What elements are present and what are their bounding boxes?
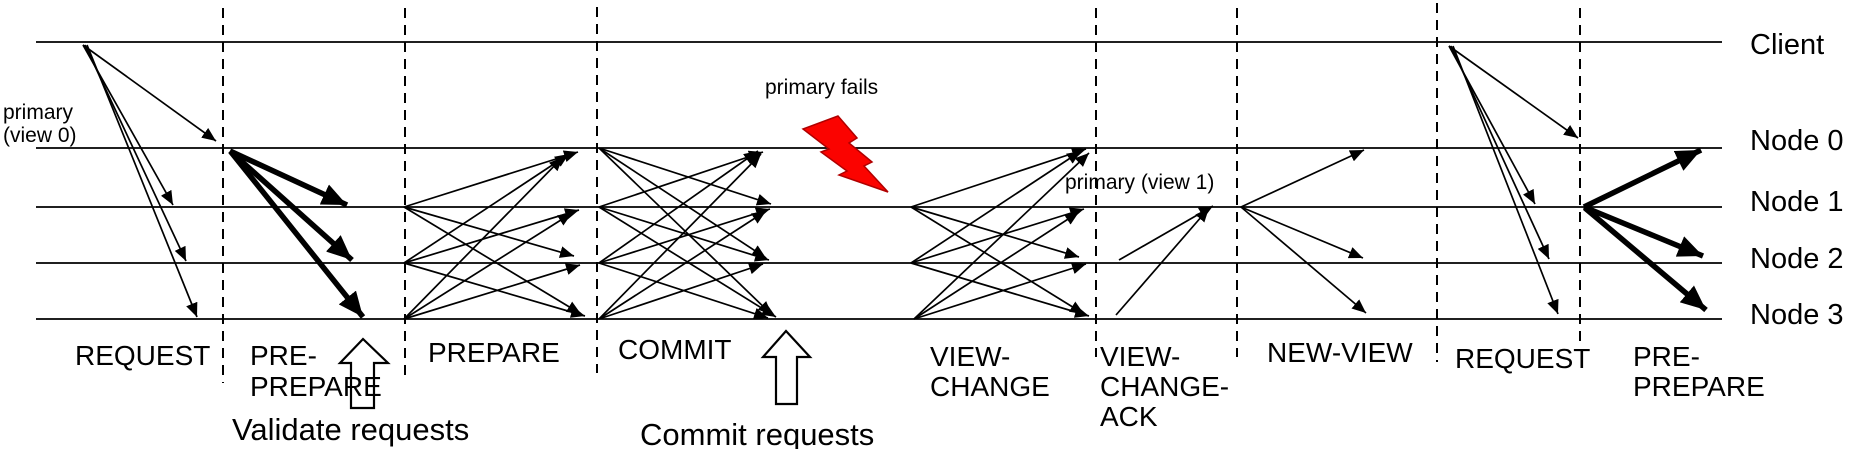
message-commit-node0-to-node1 [598, 147, 772, 206]
message-pre-prepare-1-node0-to-node3 [228, 150, 366, 319]
phase-label-pre-prepare-2-line1: PRE- [1633, 341, 1700, 372]
lifeline-label-node3: Node 3 [1750, 299, 1844, 331]
message-commit-node3-to-node2 [598, 262, 764, 320]
message-commit-node3-to-node0 [598, 153, 762, 320]
message-view-change-node1-to-node3 [910, 206, 1085, 315]
message-view-change-node2-to-node0 [910, 150, 1082, 264]
lifeline-label-client: Client [1750, 29, 1824, 61]
messages-group [82, 44, 1708, 320]
message-request-2-client-to-node0 [1448, 45, 1579, 139]
validate-requests-arrow-icon [337, 337, 391, 410]
message-prepare-node2-to-node3 [403, 262, 586, 318]
lifeline-label-node2: Node 2 [1750, 243, 1844, 275]
phase-label-view-change-ack-line3: ACK [1100, 401, 1158, 432]
message-view-change-node3-to-node2 [913, 262, 1087, 320]
message-pre-prepare-2-node1-to-node3 [1583, 205, 1708, 313]
message-new-view-node1-to-node0 [1240, 149, 1365, 208]
lifeline-label-node1: Node 1 [1750, 186, 1844, 218]
message-pre-prepare-1-node0-to-node1 [228, 148, 349, 208]
message-view-change-ack-node2-to-node1 [1118, 205, 1214, 261]
message-pre-prepare-1-node0-to-node2 [228, 148, 354, 263]
message-new-view-node1-to-node2 [1240, 206, 1364, 259]
message-prepare-node1-to-node3 [403, 206, 582, 315]
commit-requests-arrow-icon [760, 329, 813, 406]
labels-group: Client Node 0 Node 1 Node 2 Node 3 REQUE… [3, 29, 1844, 449]
phase-label-view-change-ack-line1: VIEW- [1100, 341, 1180, 372]
message-prepare-node1-to-node0 [403, 150, 579, 208]
message-commit-node0-to-node2 [598, 147, 767, 259]
message-prepare-node3-to-node0 [403, 156, 564, 320]
message-view-change-node2-to-node3 [910, 262, 1090, 318]
annotation-primary-fails: primary fails [765, 76, 878, 99]
phase-label-prepare: PREPARE [428, 337, 560, 368]
message-prepare-node3-to-node1 [403, 212, 573, 320]
phase-label-view-change-ack-line2: CHANGE- [1100, 371, 1229, 402]
annotation-primary-view0-line1: primary [3, 101, 74, 124]
callout-validate-requests: Validate requests [232, 412, 469, 447]
message-view-change-node3-to-node1 [913, 211, 1080, 320]
message-prepare-node3-to-node2 [403, 263, 581, 320]
message-request-1-client-to-node0 [82, 44, 217, 142]
annotation-primary-view0-line2: (view 0) [3, 124, 77, 147]
message-request-2-client-to-node3 [1452, 45, 1559, 315]
phase-label-new-view: NEW-VIEW [1267, 337, 1413, 368]
message-view-change-node1-to-node0 [910, 147, 1087, 208]
message-commit-node2-to-node1 [598, 207, 771, 264]
message-view-change-node1-to-node2 [910, 206, 1080, 259]
message-commit-node3-to-node1 [598, 210, 767, 320]
message-request-1-client-to-node3 [86, 44, 198, 318]
phase-label-pre-prepare-1-line1: PRE- [250, 340, 317, 371]
phase-label-pre-prepare-1-line2: PREPARE [250, 371, 382, 402]
phase-label-view-change-line1: VIEW- [930, 341, 1010, 372]
phase-label-pre-prepare-2-line2: PREPARE [1633, 371, 1765, 402]
message-commit-node1-to-node0 [598, 150, 764, 208]
message-new-view-node1-to-node3 [1240, 206, 1367, 314]
message-view-change-node3-to-node0 [913, 152, 1090, 320]
message-pre-prepare-2-node1-to-node0 [1582, 147, 1703, 210]
message-prepare-node2-to-node0 [403, 153, 570, 264]
message-view-change-node2-to-node1 [910, 207, 1085, 264]
phase-label-request-1: REQUEST [75, 340, 210, 371]
phase-label-request-2: REQUEST [1455, 343, 1590, 374]
phase-separators-group [222, 3, 1581, 383]
message-pre-prepare-2-node1-to-node2 [1582, 204, 1705, 259]
message-commit-node2-to-node0 [598, 150, 759, 264]
lightning-bolt-icon [801, 115, 889, 193]
phase-label-view-change-line2: CHANGE [930, 371, 1050, 402]
lifeline-label-node0: Node 0 [1750, 125, 1844, 157]
annotation-primary-view1: primary (view 1) [1065, 171, 1214, 194]
callout-commit-requests: Commit requests [640, 417, 874, 449]
message-view-change-ack-node3-to-node1 [1115, 207, 1210, 316]
message-prepare-node2-to-node1 [403, 208, 580, 264]
phase-label-commit: COMMIT [618, 334, 732, 365]
